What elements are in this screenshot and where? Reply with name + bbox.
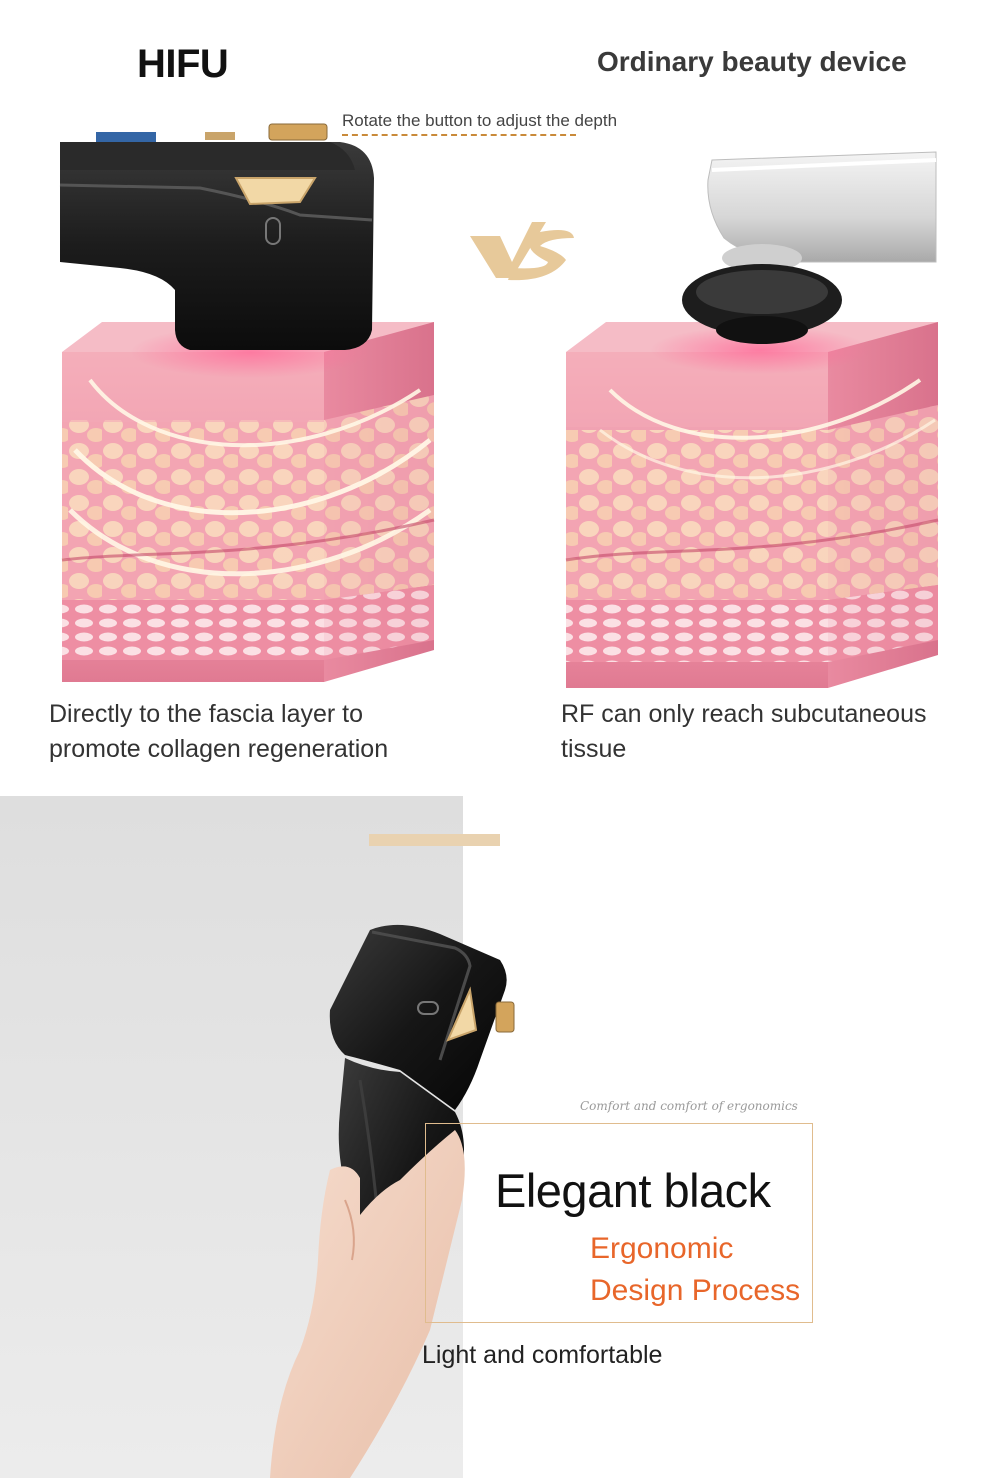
hifu-device-illustration — [59, 123, 374, 350]
depth-note-underline — [342, 134, 576, 136]
subhead-line-1: Ergonomic — [590, 1232, 734, 1265]
feature-frame — [425, 1123, 813, 1323]
depth-note: Rotate the button to adjust the depth — [342, 111, 618, 130]
skin-block-left — [61, 322, 435, 682]
skin-layer-illustration-left — [59, 123, 939, 688]
ergonomics-note: Comfort and comfort of ergonomics — [580, 1099, 798, 1113]
rf-caption: RF can only reach subcutaneous tissue — [561, 700, 927, 763]
subhead-line-2: Design Process — [590, 1274, 801, 1307]
hifu-title: HIFU — [137, 42, 229, 86]
rf-device-illustration — [682, 151, 937, 344]
headline: Elegant black — [495, 1164, 771, 1217]
ordinary-device-title: Ordinary beauty device — [597, 46, 907, 77]
tagline: Light and comfortable — [422, 1341, 663, 1369]
vs-emblem — [470, 222, 574, 281]
skin-block-right — [565, 322, 939, 688]
gold-accent-bar — [369, 834, 500, 846]
hifu-caption: Directly to the fascia layer to promote … — [49, 700, 389, 763]
